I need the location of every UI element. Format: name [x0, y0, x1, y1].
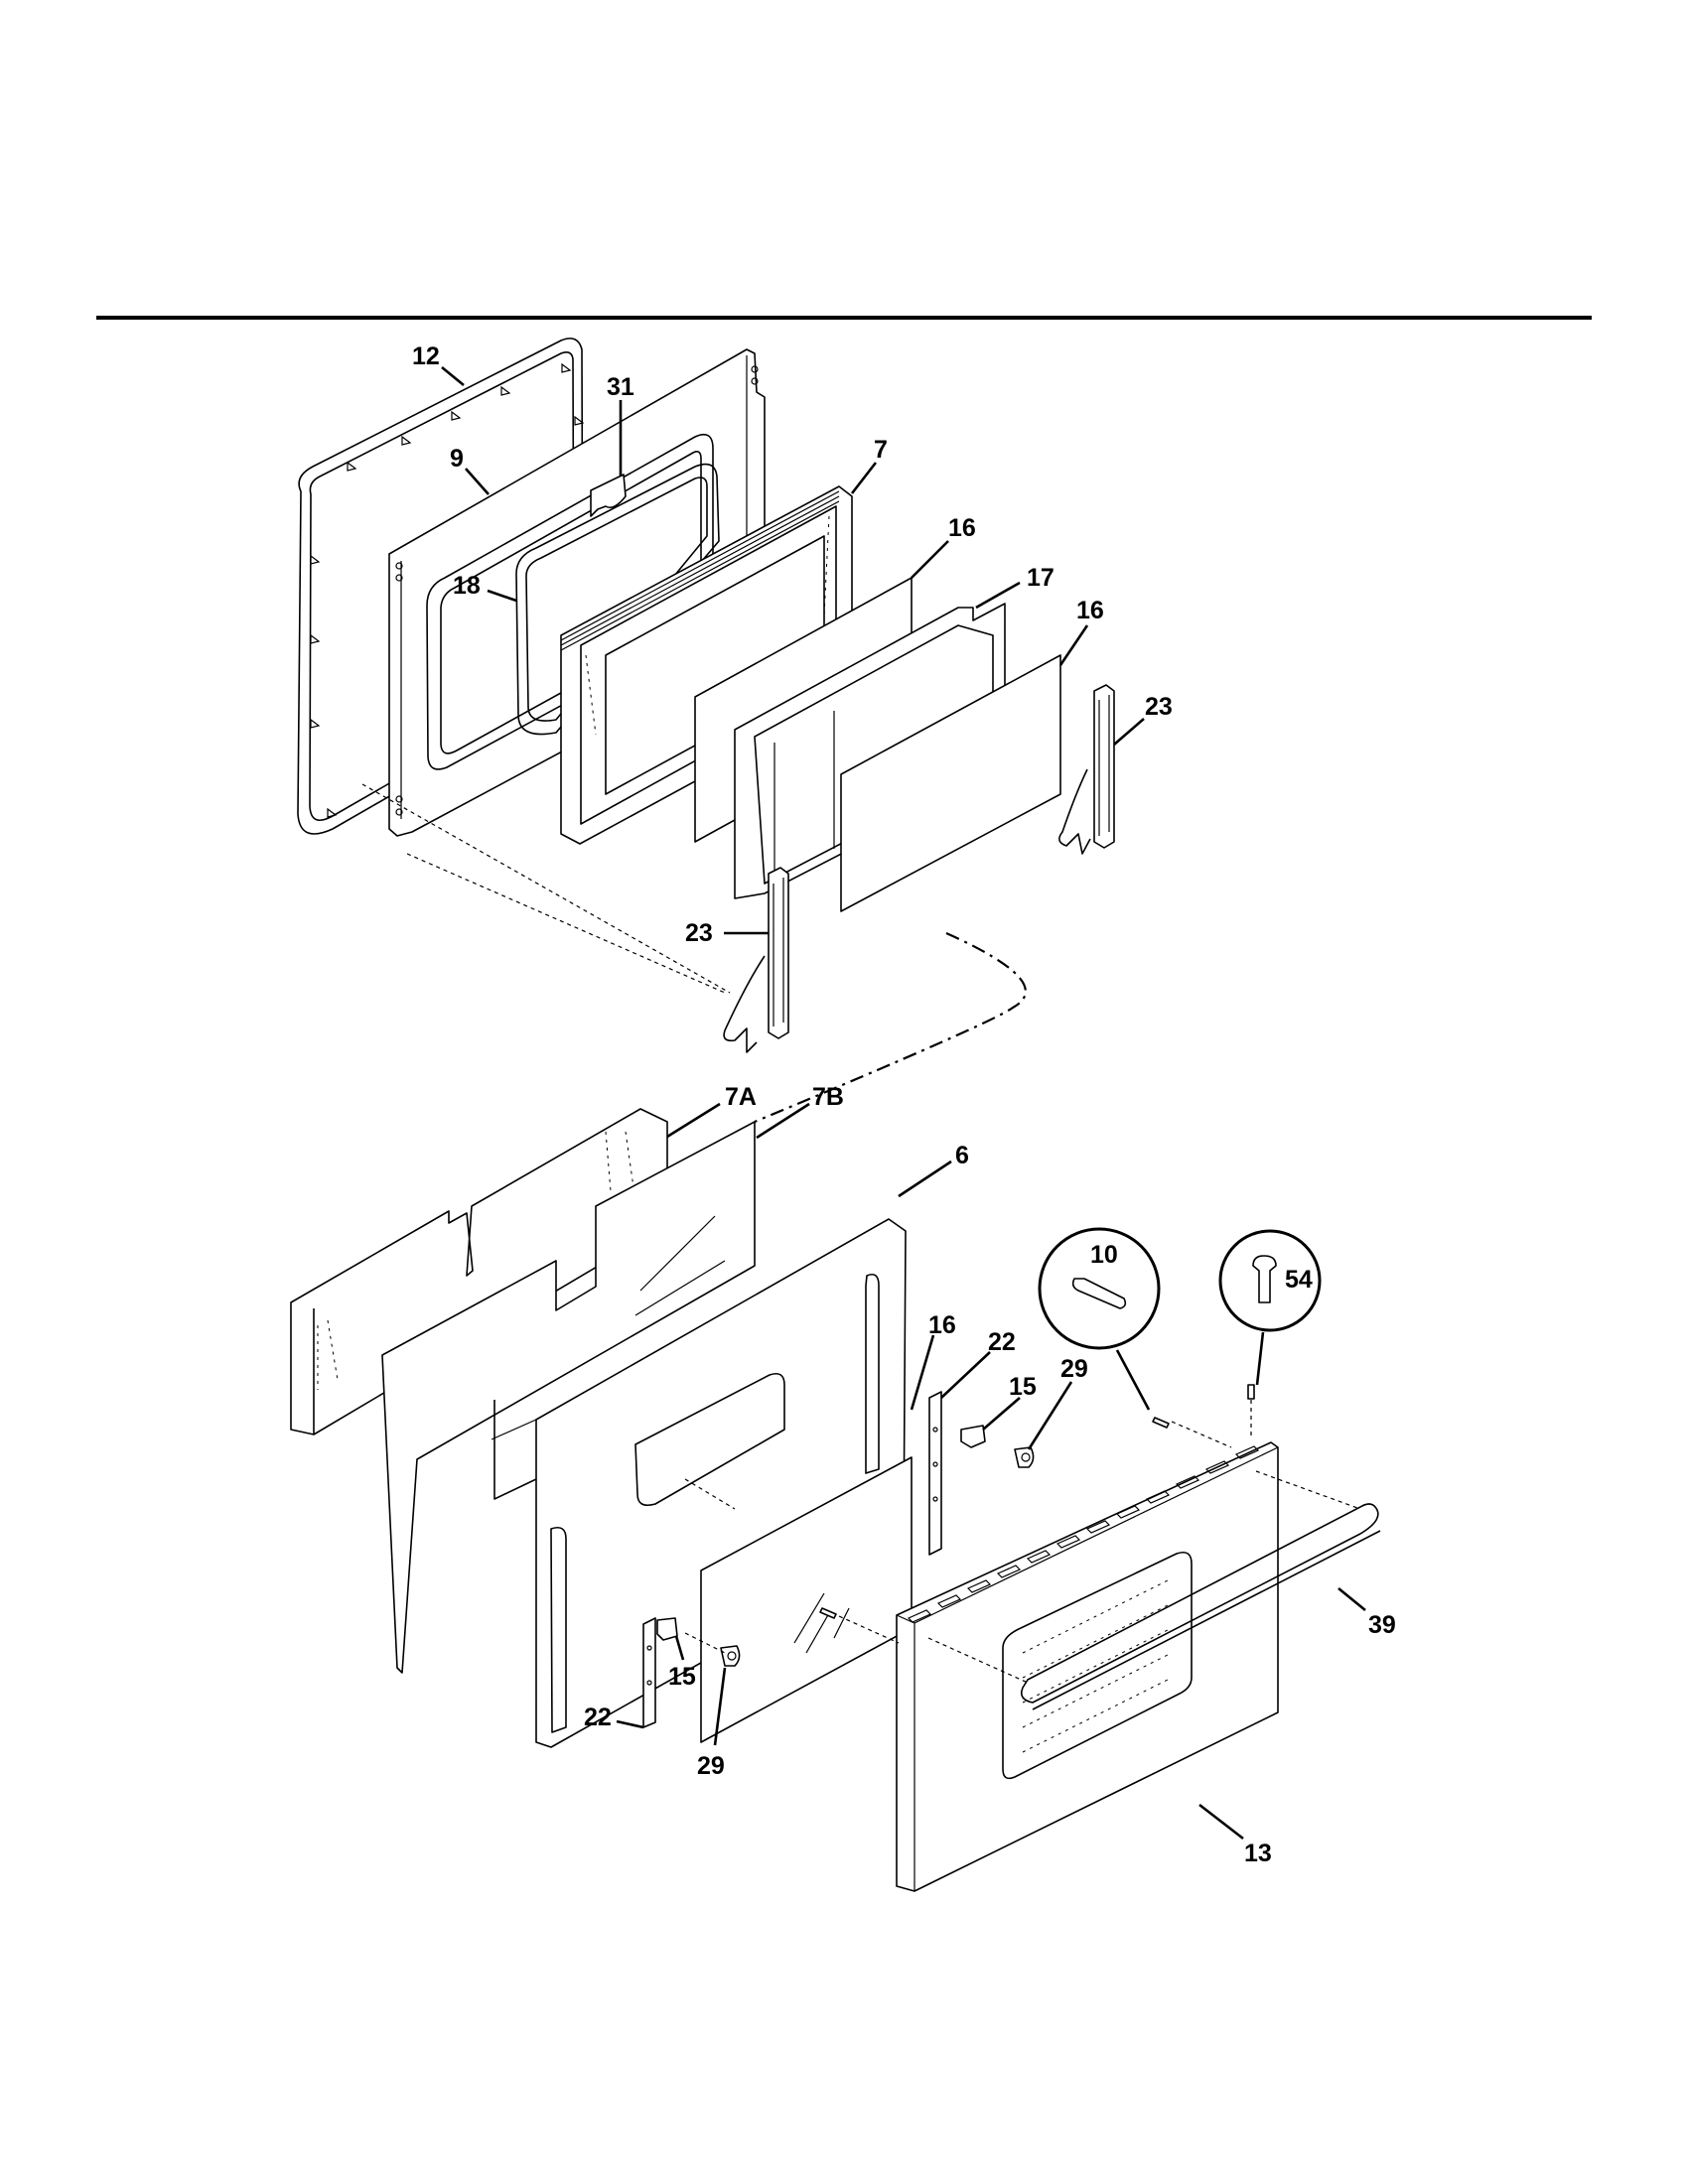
part-door-hinge-right [1058, 684, 1115, 855]
part-door-side-trim-left [642, 1617, 656, 1728]
header-rule [96, 316, 1592, 320]
callout-39: 39 [1368, 1611, 1396, 1639]
part-door-hinge-left [723, 867, 789, 1053]
callout-7B: 7B [812, 1083, 844, 1111]
screw-10-small [1152, 1417, 1170, 1429]
callout-6: 6 [955, 1142, 969, 1169]
part-door-stop-bracket-left [656, 1617, 678, 1641]
callout-29a: 29 [1060, 1355, 1088, 1383]
callout-18: 18 [453, 572, 481, 600]
assembly-line-screw-10 [1171, 1421, 1232, 1448]
assembly-line-hinge-left [361, 783, 731, 994]
callout-17: 17 [1027, 564, 1055, 592]
part-bumper-left [720, 1645, 741, 1667]
detail-circle-screw-54 [1218, 1229, 1322, 1332]
part-door-stop-bracket-right [960, 1425, 986, 1448]
callout-9: 9 [450, 445, 464, 473]
detail-circle-screw-10 [1038, 1227, 1161, 1350]
callout-7: 7 [874, 436, 888, 464]
assembly-line-handle-right [1255, 1470, 1361, 1510]
callout-7A: 7A [725, 1083, 757, 1111]
screw-54-detail-icon [1252, 1255, 1277, 1303]
part-door-side-trim-right [928, 1391, 942, 1556]
callout-22b: 22 [584, 1704, 612, 1731]
screw-54-small [1247, 1384, 1255, 1400]
callout-16c: 16 [928, 1311, 956, 1339]
callout-23a: 23 [1145, 693, 1173, 721]
part-outer-door-panel [896, 1441, 1279, 1892]
assembly-line-frame [406, 853, 726, 994]
assembly-line-glass-screw [838, 1615, 900, 1644]
callout-15b: 15 [668, 1663, 696, 1691]
part-door-handle [1020, 1503, 1381, 1710]
screw-glass [819, 1607, 837, 1619]
part-baffle-slot [493, 1400, 537, 1500]
assembly-line-handle-left [927, 1637, 1029, 1684]
callout-15a: 15 [1009, 1373, 1037, 1401]
part-insulation-wrap-7b [381, 1121, 756, 1674]
assembly-path-connector [754, 931, 1027, 1124]
part-bumper-right [1014, 1446, 1035, 1468]
part-bracket-31 [590, 474, 627, 517]
callout-13: 13 [1244, 1840, 1272, 1867]
part-glass-panel-b [840, 654, 1061, 912]
part-inner-gasket [515, 463, 720, 736]
part-inner-door-liner [388, 348, 766, 837]
callout-16a: 16 [948, 514, 976, 542]
callout-54: 54 [1285, 1266, 1313, 1294]
callout-12: 12 [412, 342, 440, 370]
callout-31: 31 [607, 373, 634, 401]
leader-lines [441, 365, 1366, 1841]
callout-29b: 29 [697, 1752, 725, 1780]
callout-23b: 23 [685, 919, 713, 947]
callout-16b: 16 [1076, 597, 1104, 624]
callout-22a: 22 [988, 1328, 1016, 1356]
screw-10-detail-icon [1071, 1278, 1127, 1309]
callout-10: 10 [1090, 1241, 1118, 1269]
